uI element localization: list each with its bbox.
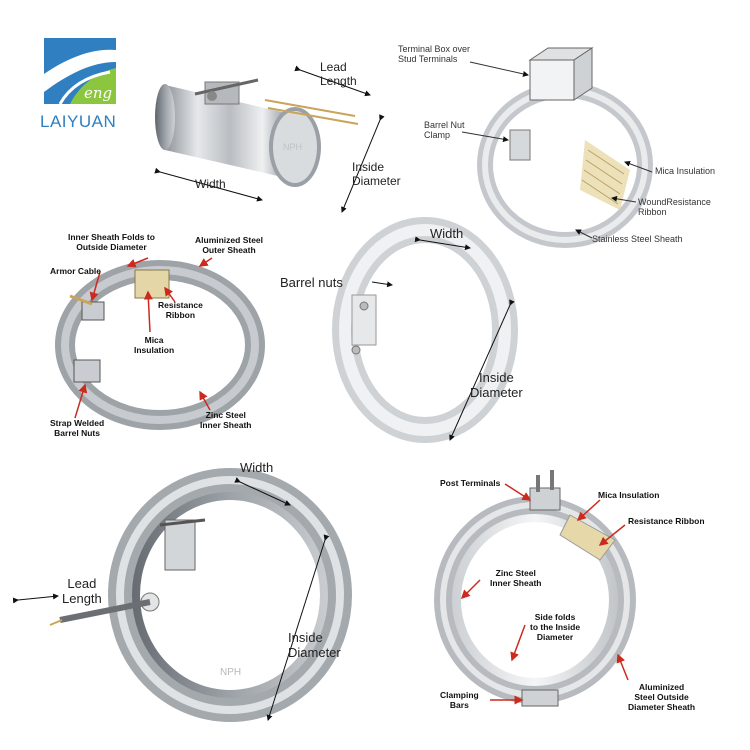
nph-stamp-2: NPH [220,667,241,678]
nph-stamp: NPH [283,142,302,152]
label-width-4: Width [430,226,464,241]
label-mica-insulation-3: Mica Insulation [134,335,175,355]
label-barrel-nut-clamp: Barrel Nut Clamp [424,120,465,140]
label-mica-insulation-2: Mica Insulation [655,166,716,176]
label-inside-diameter-1: Inside Diameter [352,160,401,188]
label-armor-cable: Armor Cable [50,266,102,276]
label-side-folds: Side folds to the Inside Diameter [530,612,581,642]
brand-logo: eng LAIYUAN [40,36,124,136]
band-heater-top-left: NPH [154,65,385,213]
label-barrel-nuts: Barrel nuts [280,275,343,290]
label-zinc-inner-6: Zinc Steel Inner Sheath [490,568,542,588]
label-clamping-bars: Clamping Bars [440,690,479,710]
label-lead-length-5: Lead Length [62,576,102,606]
label-stainless-sheath: Stainless Steel Sheath [592,234,683,244]
label-inside-diameter-5: Inside Diameter [288,630,341,660]
band-heater-mid-center [332,217,518,443]
label-strap-welded: Strap Welded Barrel Nuts [50,418,105,438]
logo-script-text: eng [84,84,113,102]
label-aluminized-outside: Aluminized Steel Outside Diameter Sheath [628,682,696,712]
label-post-terminals: Post Terminals [440,478,501,488]
label-inner-sheath-folds: Inner Sheath Folds to Outside Diameter [68,232,155,252]
band-heater-top-right [461,47,653,248]
label-resistance-ribbon-3: Resistance Ribbon [158,300,203,320]
band-heater-bottom-right [434,470,636,707]
logo-mark-icon [44,38,116,105]
label-terminal-box: Terminal Box over Stud Terminals [398,44,471,64]
label-inside-diameter-4: Inside Diameter [470,370,523,400]
label-resistance-ribbon-6: Resistance Ribbon [628,516,705,526]
label-mica-insulation-6: Mica Insulation [598,490,660,500]
label-zinc-inner-3: Zinc Steel Inner Sheath [200,410,252,430]
brand-name: LAIYUAN [40,112,117,131]
label-width-1: Width [195,177,226,191]
band-heater-mid-left [55,257,265,430]
band-heater-bottom-left: NPH [12,468,352,722]
label-wound-ribbon: WoundResistance Ribbon [638,197,711,217]
label-lead-length-1: Lead Length [320,60,357,88]
label-width-5: Width [240,460,274,475]
label-aluminized-outer: Aluminized Steel Outer Sheath [195,235,264,255]
